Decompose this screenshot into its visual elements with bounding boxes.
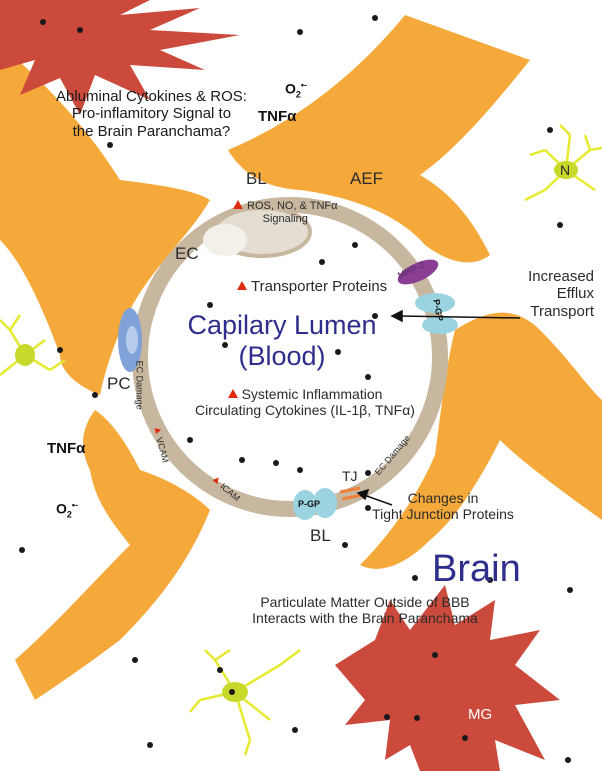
abluminal-label: Abluminal Cytokines & ROS: Pro-inflamito… bbox=[56, 88, 247, 140]
particles bbox=[19, 15, 573, 763]
bl-top-label: BL bbox=[246, 169, 267, 188]
ros-signal-label: ROS, NO, & TNFα Signaling bbox=[233, 199, 338, 225]
o2-top-o: O bbox=[285, 80, 296, 97]
tnf-top-label: TNFα bbox=[258, 108, 297, 125]
brain-label: Brain bbox=[432, 548, 521, 590]
neuron-left-body bbox=[15, 344, 35, 366]
tj-change-arrow bbox=[356, 488, 393, 506]
lumen-line2: (Blood) bbox=[238, 341, 326, 372]
particulate-label: Particulate Matter Outside of BBB Intera… bbox=[220, 594, 510, 626]
mrp2-transporter bbox=[397, 259, 439, 285]
bl-bottom-label: BL bbox=[310, 526, 331, 545]
o2-top-sup: •- bbox=[300, 80, 308, 90]
changes-line1: Changes in bbox=[407, 490, 479, 506]
transporter-up-arrow-icon bbox=[237, 280, 247, 290]
astrocyte-top-arm bbox=[228, 15, 530, 263]
pericyte-nucleus bbox=[126, 326, 138, 354]
neuron-left bbox=[0, 314, 66, 376]
microglia-bottom-shape bbox=[335, 585, 560, 771]
efflux-arrow bbox=[390, 309, 521, 323]
increased-line1: Increased bbox=[528, 268, 594, 285]
lumen-line1: Capilary Lumen bbox=[187, 310, 377, 340]
astrocyte-right-arm bbox=[360, 312, 602, 569]
astrocyte-left-arm bbox=[0, 45, 210, 395]
pgp-bottom-label: P-GP bbox=[298, 499, 321, 509]
ros-up-arrow-icon bbox=[233, 199, 243, 209]
n-label: N bbox=[560, 162, 571, 178]
neuron-top-right bbox=[524, 124, 602, 202]
endothelial-nucleus bbox=[203, 224, 247, 256]
o2-top-label: O2•- bbox=[285, 80, 307, 100]
astrocyte-end-feet bbox=[0, 15, 602, 700]
mg-label: MG bbox=[468, 706, 493, 723]
aef-label: AEF bbox=[350, 169, 384, 188]
transporter-text: Transporter Proteins bbox=[251, 278, 388, 295]
tight-junction bbox=[339, 486, 363, 501]
changes-label: Changes in Tight Junction Proteins bbox=[358, 490, 528, 522]
systemic-line1: Systemic Inflammation bbox=[241, 386, 383, 402]
o2-left-sub: 2 bbox=[66, 509, 72, 520]
o2-left-label: O2•- bbox=[56, 500, 78, 520]
increased-line2: Efflux bbox=[556, 285, 594, 303]
abluminal-line3: the Brain Paranchama? bbox=[72, 122, 231, 140]
ros-signal-line2: Signaling bbox=[262, 212, 308, 225]
astrocyte-lower-left-arm bbox=[15, 410, 210, 700]
changes-line2: Tight Junction Proteins bbox=[372, 506, 514, 523]
neuron-top-right-body bbox=[554, 161, 578, 179]
microglia-top bbox=[0, 0, 240, 115]
systemic-line2: Circulating Cytokines (IL-1β, TNFα) bbox=[195, 402, 415, 419]
microglia-bottom bbox=[335, 585, 560, 771]
transporter-label: Transporter Proteins bbox=[237, 278, 387, 295]
systemic-label: Systemic Inflammation Circulating Cytoki… bbox=[172, 386, 438, 418]
pgp-bottom-transporter bbox=[293, 488, 337, 520]
abluminal-line2: Pro-inflamitory Signal to bbox=[71, 105, 232, 123]
tj-label: TJ bbox=[342, 468, 358, 484]
lumen-label: Capilary Lumen (Blood) bbox=[172, 310, 392, 372]
o2-top-sub: 2 bbox=[295, 89, 301, 100]
ec-damage-left-label: EC Damage bbox=[134, 360, 145, 410]
ec-label: EC bbox=[175, 244, 199, 263]
pc-label: PC bbox=[107, 374, 131, 393]
increased-label: Increased Efflux Transport bbox=[518, 268, 594, 320]
systemic-up-arrow-icon bbox=[227, 388, 238, 398]
ros-signal-line1: ROS, NO, & TNFα bbox=[247, 200, 338, 212]
particulate-line2: Interacts with the Brain Paranchama bbox=[252, 610, 478, 627]
o2-left-sup: •- bbox=[71, 500, 79, 510]
icam-up-arrow-icon bbox=[212, 475, 222, 484]
neuron-bottom bbox=[189, 648, 301, 756]
o2-left-o: O bbox=[56, 500, 67, 517]
particulate-line1: Particulate Matter Outside of BBB bbox=[260, 594, 470, 610]
abluminal-line1: Abluminal Cytokines & ROS: bbox=[56, 88, 247, 105]
tnf-left-label: TNFα bbox=[47, 440, 86, 457]
increased-line3: Transport bbox=[530, 302, 594, 320]
vcam-up-arrow-icon bbox=[154, 426, 163, 434]
pgp-right-transporter bbox=[415, 293, 458, 334]
